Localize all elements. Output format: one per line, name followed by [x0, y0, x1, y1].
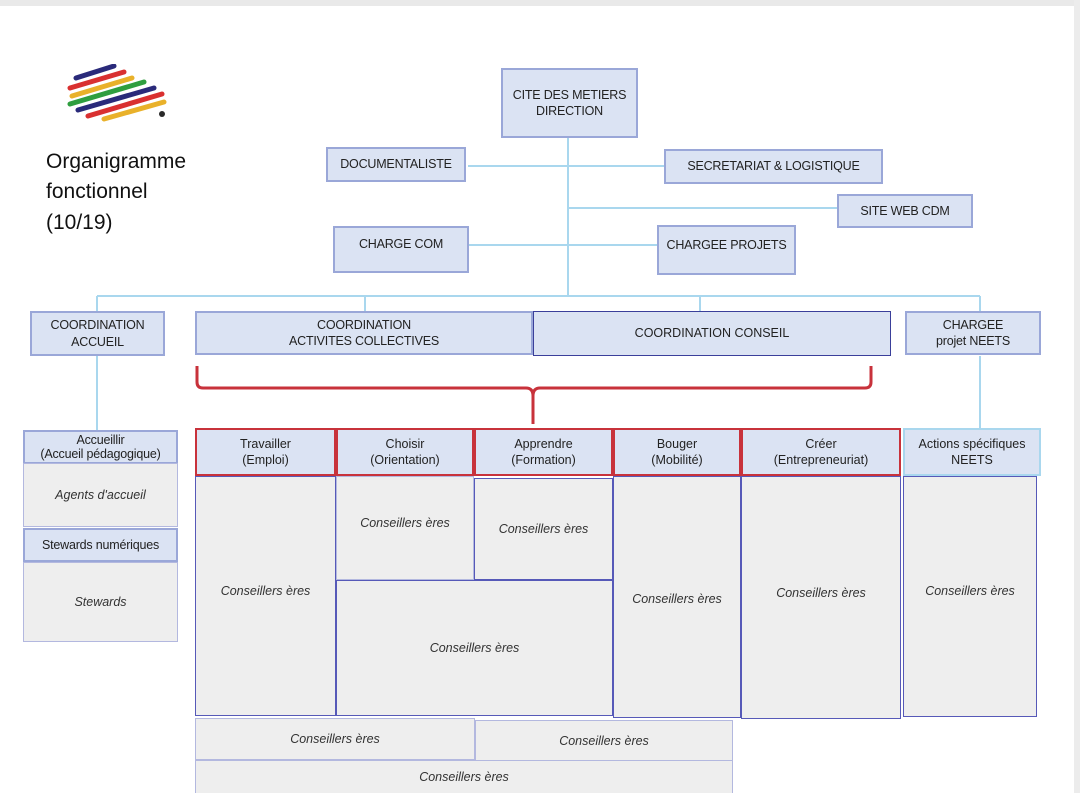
pole-bouger-line-2: (Mobilité): [651, 453, 703, 467]
actions-neets-line-1: Actions spécifiques: [918, 436, 1026, 451]
coordination-accueil-line-2: ACCUEIL: [71, 334, 124, 349]
chargee-neets-line-1: CHARGEE: [942, 317, 1004, 332]
pole-travailler-line-2: (Emploi): [242, 453, 289, 467]
site-web-box: SITE WEB CDM: [837, 194, 973, 228]
conseillers-apprendre-cell: Conseillers ères: [474, 478, 613, 580]
conseillers-neets-cell: Conseillers ères: [903, 476, 1037, 717]
title-line-3: (10/19): [46, 210, 113, 234]
pole-bouger-line-1: Bouger: [656, 436, 698, 451]
stewards-cell: Stewards: [23, 562, 178, 642]
coordination-activites-line-1: COORDINATION: [317, 317, 411, 332]
conseillers-bouger-cell: Conseillers ères: [613, 476, 741, 718]
pole-apprendre-line-1: Apprendre: [514, 436, 573, 451]
accueillir-header: Accueillir (Accueil pédagogique): [23, 430, 178, 464]
pole-apprendre-line-2: (Formation): [511, 453, 576, 467]
chargee-projets-box: CHARGEE PROJETS: [657, 225, 796, 275]
agents-accueil-cell: Agents d'accueil: [23, 463, 178, 527]
conseillers-choisir-cell: Conseillers ères: [336, 476, 474, 580]
conseillers-travailler-cell: Conseillers ères: [195, 476, 336, 716]
conseillers-creer-cell: Conseillers ères: [741, 476, 901, 719]
pole-apprendre-header: Apprendre (Formation): [474, 428, 613, 476]
secretariat-box: SECRETARIAT & LOGISTIQUE: [664, 149, 883, 184]
pole-choisir-line-1: Choisir: [385, 436, 425, 451]
documentaliste-box: DOCUMENTALISTE: [326, 147, 466, 182]
pole-travailler-line-1: Travailler: [240, 436, 291, 451]
direction-line-2: DIRECTION: [536, 104, 603, 118]
coordination-activites-line-2: ACTIVITES COLLECTIVES: [288, 334, 439, 348]
chargee-neets-line-2: projet NEETS: [935, 334, 1011, 348]
pole-travailler-header: Travailler (Emploi): [195, 428, 336, 476]
coordination-accueil-box: COORDINATION ACCUEIL: [30, 311, 165, 356]
pole-choisir-header: Choisir (Orientation): [336, 428, 474, 476]
title-line-1: Organigramme: [46, 150, 187, 173]
direction-line-1: CITE DES METIERS: [512, 87, 627, 102]
conseillers-bottom-left-cell: Conseillers ères: [195, 718, 475, 760]
actions-neets-header: Actions spécifiques NEETS: [903, 428, 1041, 476]
pole-creer-line-1: Créer: [805, 436, 837, 451]
title-line-2: fonctionnel: [46, 180, 148, 204]
stewards-numeriques-header: Stewards numériques: [23, 528, 178, 562]
actions-neets-line-2: NEETS: [951, 453, 993, 467]
pole-creer-line-2: (Entrepreneuriat): [773, 453, 869, 467]
direction-box: CITE DES METIERS DIRECTION: [501, 68, 638, 138]
pole-choisir-line-2: (Orientation): [370, 453, 440, 467]
pole-bouger-header: Bouger (Mobilité): [613, 428, 741, 476]
charge-com-box: CHARGE COM: [333, 226, 469, 273]
conseillers-bottom-wide-cell: Conseillers ères: [195, 760, 733, 793]
coordination-activites-box: COORDINATION ACTIVITES COLLECTIVES: [195, 311, 533, 355]
pole-creer-header: Créer (Entrepreneuriat): [741, 428, 901, 476]
cite-des-metiers-logo: [67, 64, 167, 122]
accueillir-line-2: (Accueil pédagogique): [40, 447, 161, 461]
page-title: Organigramme fonctionnel (10/19): [46, 147, 186, 238]
chargee-neets-box: CHARGEE projet NEETS: [905, 311, 1041, 355]
top-border: [0, 0, 1080, 6]
conseillers-bottom-right-cell: Conseillers ères: [475, 720, 733, 762]
coordination-accueil-line-1: COORDINATION: [50, 318, 145, 333]
accueillir-line-1: Accueillir: [76, 432, 125, 447]
conseillers-choisir-apprendre-cell: Conseillers ères: [336, 580, 613, 716]
right-border: [1074, 0, 1080, 793]
coordination-conseil-box: COORDINATION CONSEIL: [533, 311, 891, 356]
